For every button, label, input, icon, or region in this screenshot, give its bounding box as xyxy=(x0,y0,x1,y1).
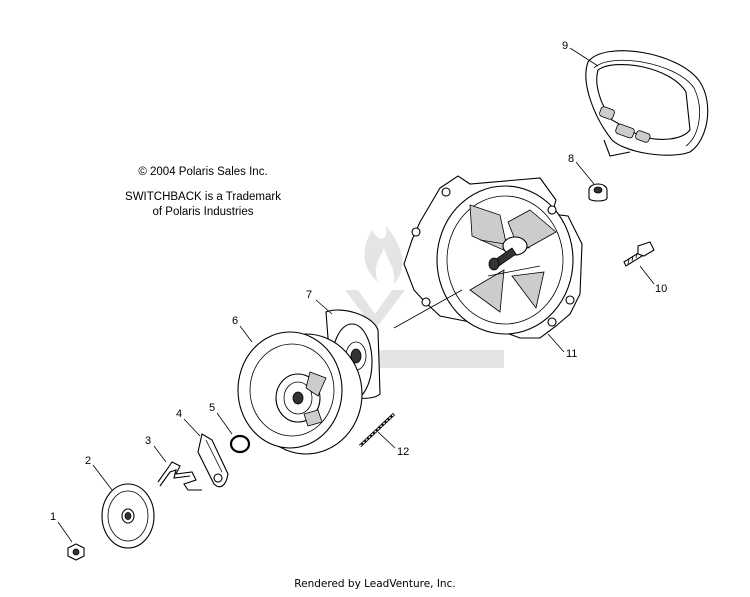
callout-7: 7 xyxy=(306,289,312,301)
footer-credit: Rendered by LeadVenture, Inc. xyxy=(294,578,456,590)
callout-5: 5 xyxy=(209,402,215,414)
callout-6: 6 xyxy=(232,315,238,327)
callout-9: 9 xyxy=(562,40,568,52)
part-12-rope xyxy=(358,412,396,448)
part-5-spring xyxy=(229,434,251,454)
part-2-plate xyxy=(101,483,155,549)
part-3-clip xyxy=(157,461,202,491)
part-8-bushing xyxy=(588,183,608,202)
leader-lines xyxy=(57,47,655,543)
part-1-nut xyxy=(67,543,85,561)
callout-4: 4 xyxy=(176,408,182,420)
copyright-text: © 2004 Polaris Sales Inc. xyxy=(138,166,268,178)
part-4-pawl xyxy=(197,433,229,488)
callout-1: 1 xyxy=(50,511,56,523)
callout-10: 10 xyxy=(655,283,667,295)
part-9-cover xyxy=(585,50,709,157)
callout-11: 11 xyxy=(566,348,577,360)
callout-8: 8 xyxy=(568,153,574,165)
part-10-bolt xyxy=(623,241,655,267)
callout-3: 3 xyxy=(145,435,151,447)
callout-2: 2 xyxy=(85,455,91,467)
assembly-centerline xyxy=(393,289,463,329)
trademark-text: SWITCHBACK is a Trademark xyxy=(125,191,281,203)
callout-12: 12 xyxy=(397,446,409,458)
part-6-pulley xyxy=(237,331,363,455)
part-11-recoil-housing xyxy=(403,175,583,339)
trademark-owner-text: of Polaris Industries xyxy=(152,206,254,218)
